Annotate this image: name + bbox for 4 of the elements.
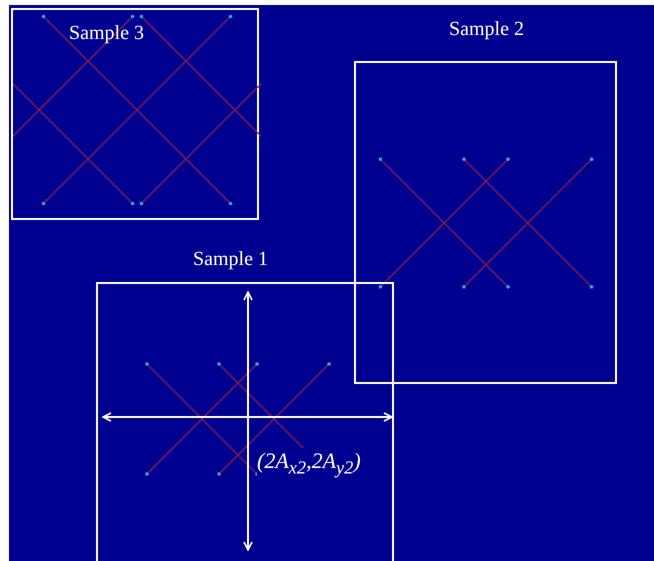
dimension-label: (2A$_{x2}$,2A$_{y2}$) [257, 448, 361, 480]
sample-label: Sample 1 [193, 248, 268, 270]
sample-label: Sample 3 [69, 22, 144, 44]
sample-label: Sample 2 [449, 18, 524, 40]
